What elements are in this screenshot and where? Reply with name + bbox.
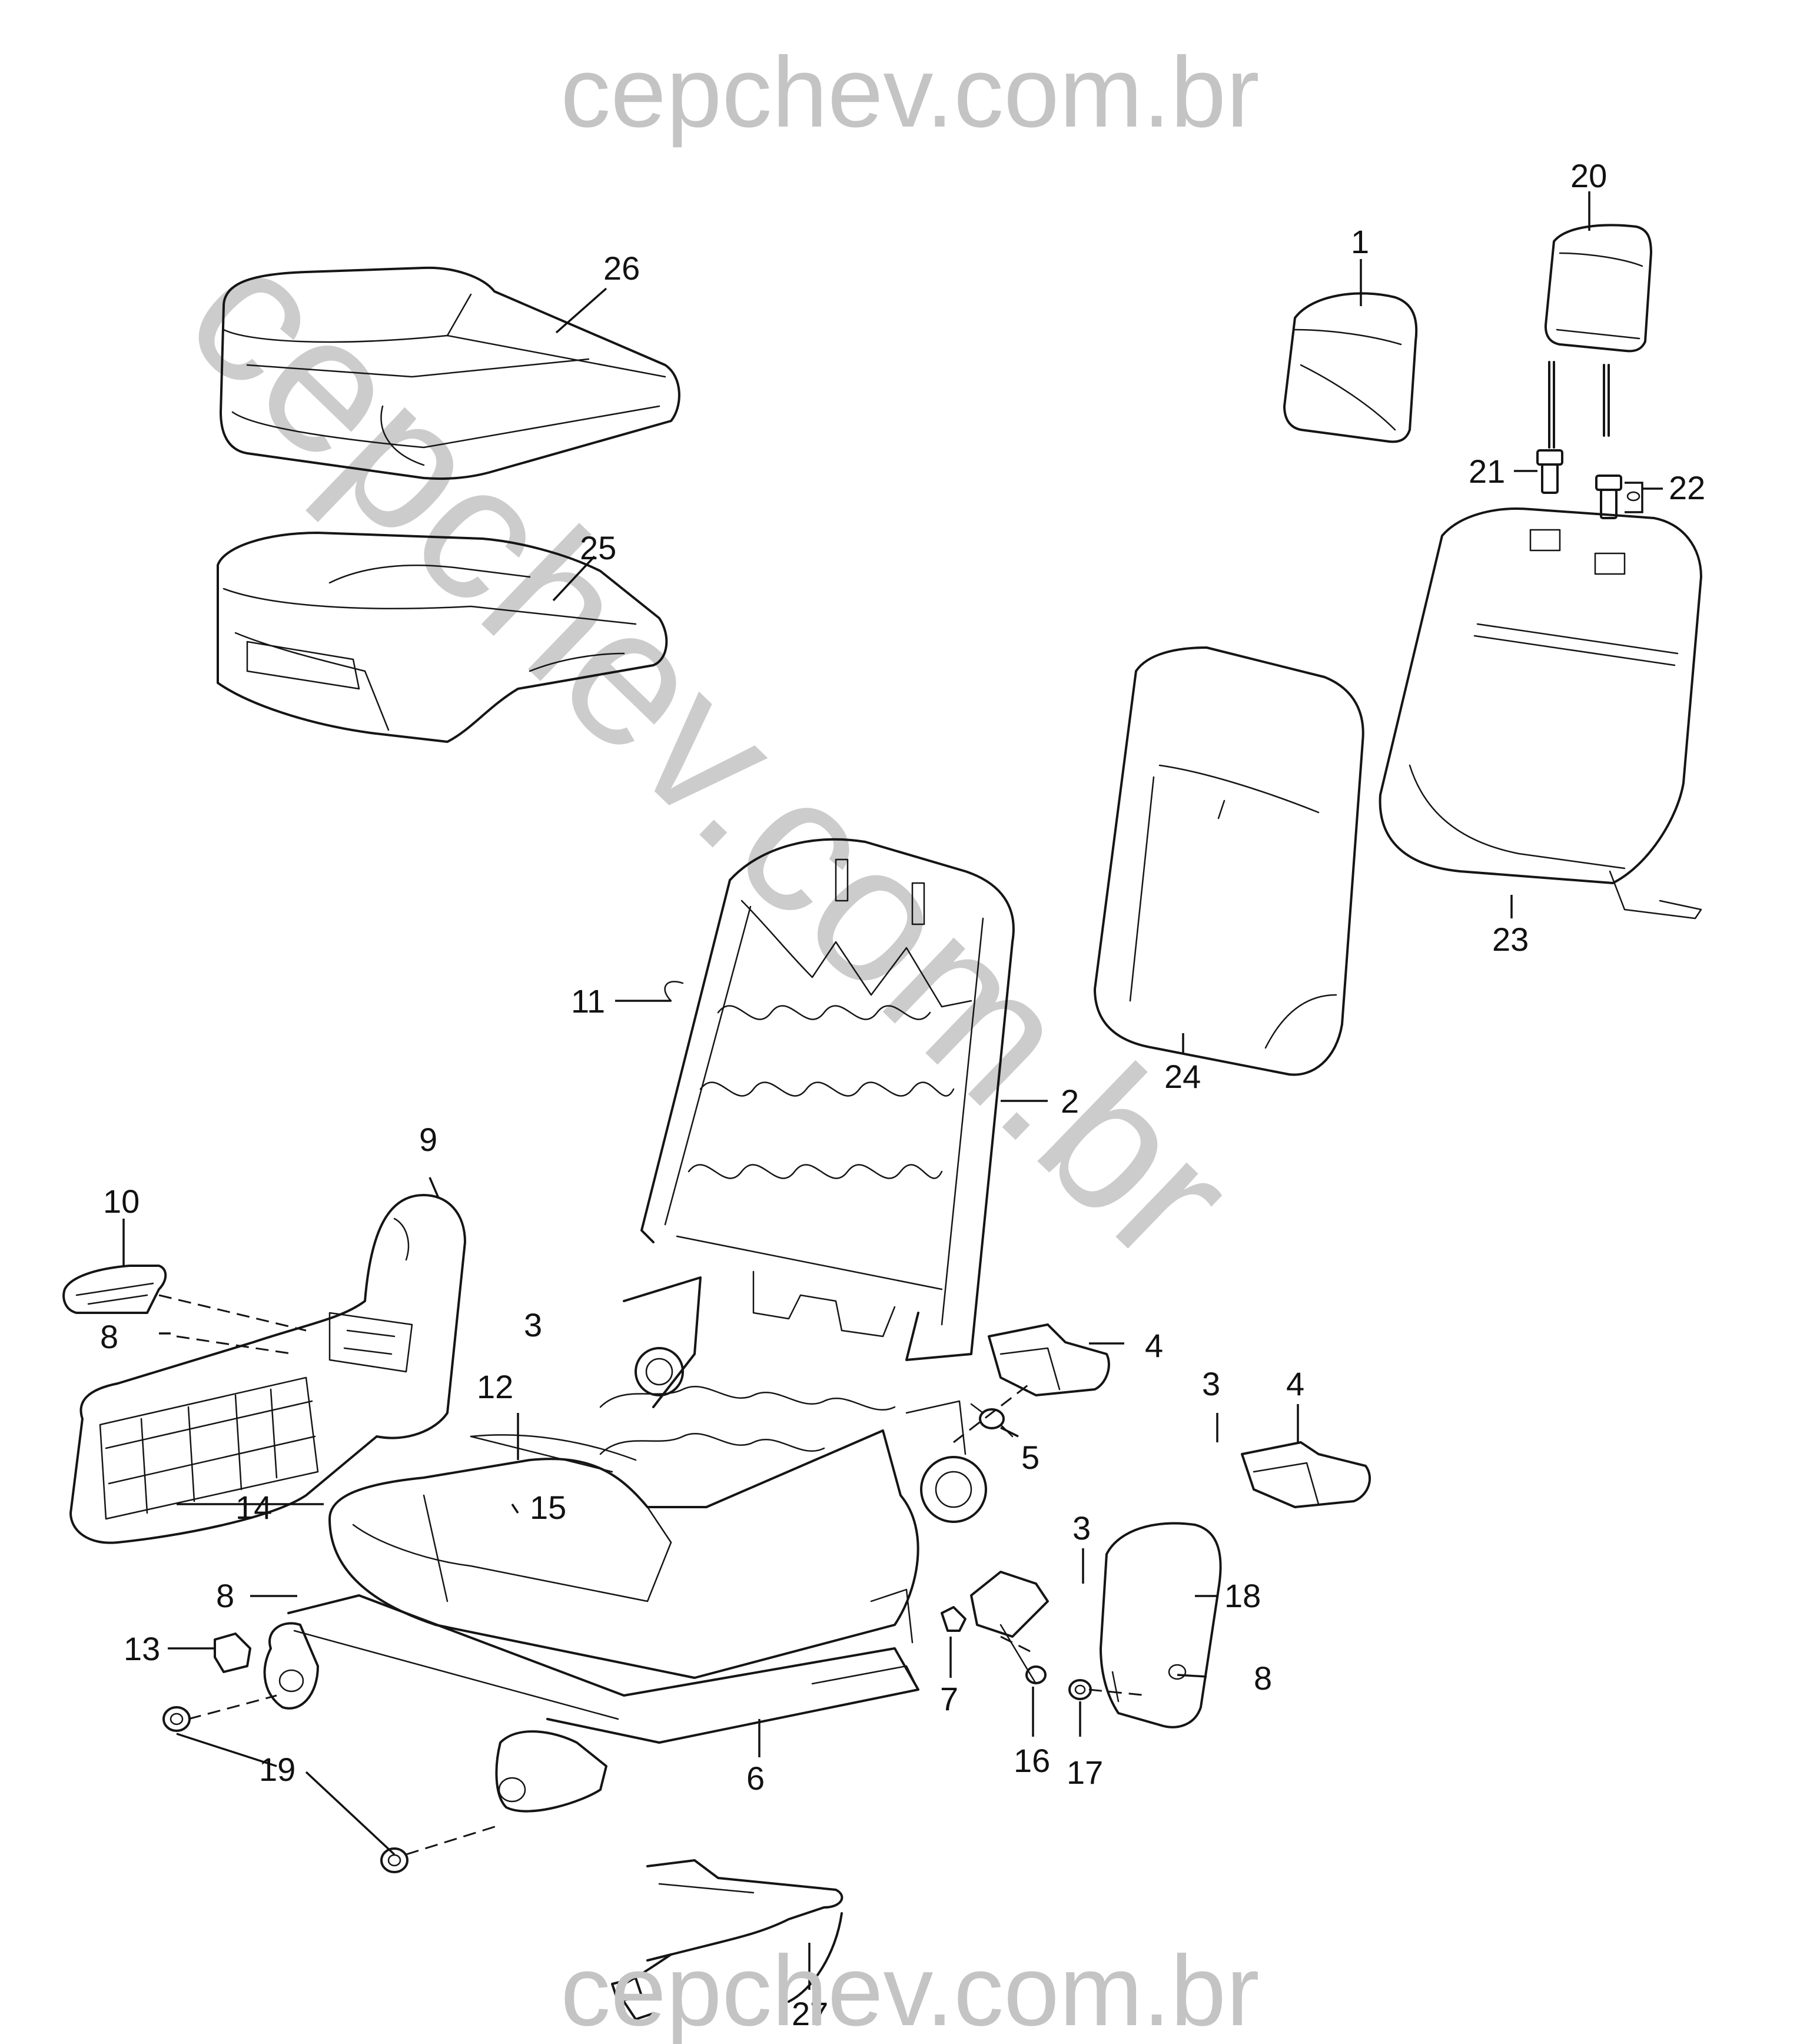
callout-18: 18: [1224, 1577, 1261, 1614]
callout-5: 5: [1021, 1439, 1039, 1476]
callout-3b: 3: [1202, 1365, 1220, 1402]
clip-13-part: [214, 1632, 251, 1673]
callout-3c: 3: [1072, 1509, 1091, 1547]
callout-labels: 1 2 3 3 3 4 4 5 6 7 8 8 8 8 9 10 11 12 1…: [100, 157, 1705, 2032]
watermark-top: cepchev.com.br: [560, 36, 1259, 148]
watermark-diagonal: cepchev.com.br: [147, 203, 1275, 1303]
callout-16: 16: [1014, 1742, 1050, 1779]
bolt-19-upper-part: [162, 1706, 191, 1732]
callout-12: 12: [477, 1368, 513, 1405]
callout-10: 10: [103, 1183, 140, 1220]
head-restraint-part: [1544, 224, 1652, 449]
recliner-shield-upper-part: [988, 1323, 1110, 1396]
seat-cushion-pad-part: [217, 532, 668, 743]
callout-25: 25: [580, 529, 616, 566]
callout-22: 22: [1669, 469, 1705, 506]
seat-cushion-cover-part: [220, 266, 680, 480]
callout-4a: 4: [1145, 1327, 1163, 1364]
bolt-19-lower-part: [380, 1847, 408, 1873]
outer-trim-panel-part: [1100, 1522, 1222, 1728]
backrest-cover-part: [1379, 507, 1702, 920]
wiring-harness-part: [611, 1859, 843, 2020]
bolt-5-part: [970, 1403, 1014, 1438]
callout-23: 23: [1492, 921, 1529, 958]
leader-lines: [122, 191, 1663, 1990]
callout-15: 15: [530, 1489, 566, 1526]
callout-21: 21: [1469, 453, 1505, 490]
callout-20: 20: [1570, 157, 1607, 194]
nut-17-part: [1068, 1679, 1092, 1700]
callout-6: 6: [746, 1760, 765, 1797]
backrest-frame-part: [640, 838, 1015, 1361]
callout-8c: 8: [216, 1577, 234, 1614]
seat-base-frame-part: [263, 1276, 987, 1813]
callout-14: 14: [235, 1489, 272, 1526]
seat-belt-buckle-part: [970, 1571, 1049, 1685]
watermark-bottom: cepchev.com.br: [560, 1935, 1259, 2044]
callout-27: 27: [792, 1995, 828, 2032]
recliner-shield-lower-part: [1241, 1441, 1371, 1508]
backrest-pad-part: [1094, 646, 1364, 1076]
callout-8b: 8: [1254, 1660, 1272, 1697]
callout-8a: 8: [100, 1318, 118, 1355]
callout-4b: 4: [1286, 1365, 1304, 1402]
callout-3a: 3: [524, 1306, 542, 1343]
headrest-guide-22-part: [1595, 474, 1640, 519]
callout-2: 2: [1061, 1083, 1079, 1120]
head-restraint-small-part: [1283, 292, 1418, 443]
callout-1: 1: [1351, 223, 1369, 260]
switch-bezel-part: [62, 1265, 167, 1314]
callout-11: 11: [571, 983, 605, 1020]
clip-7-part: [941, 1606, 967, 1632]
callout-13: 13: [124, 1630, 160, 1667]
callout-9: 9: [419, 1121, 437, 1158]
callout-19: 19: [259, 1751, 295, 1788]
assembly-lines: [158, 1294, 1148, 1856]
callout-26: 26: [603, 250, 640, 287]
callout-7: 7: [940, 1680, 958, 1717]
headrest-guide-21-part: [1536, 449, 1563, 494]
callout-24: 24: [1164, 1058, 1201, 1095]
callout-17: 17: [1067, 1754, 1103, 1791]
seat-side-trim-part: [69, 1194, 466, 1544]
